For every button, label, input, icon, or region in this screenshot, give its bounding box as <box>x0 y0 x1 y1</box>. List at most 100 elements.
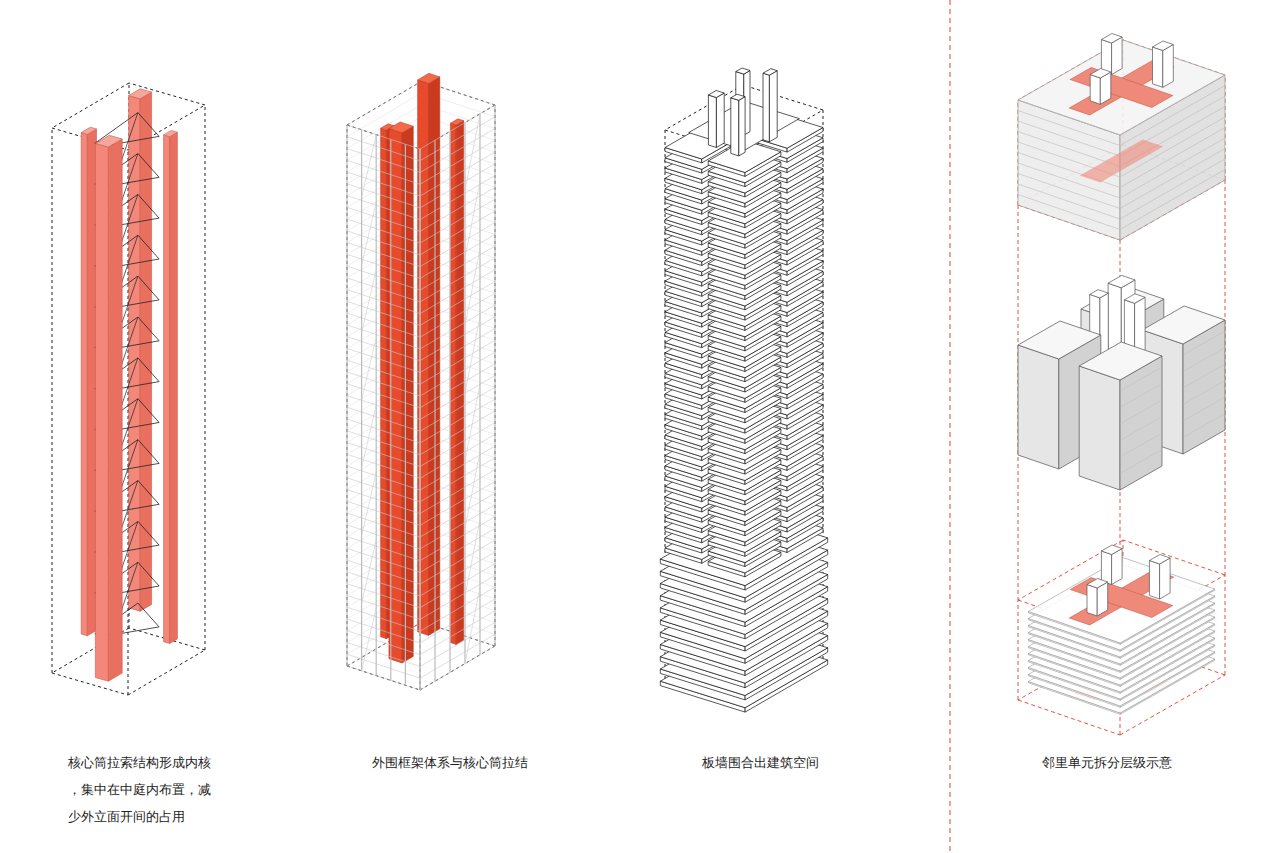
frame-line <box>420 234 495 278</box>
frame-line <box>420 352 495 396</box>
unit-block <box>1018 345 1059 469</box>
frame-line <box>347 595 420 619</box>
floor-slab <box>769 71 777 142</box>
frame-line <box>347 419 420 443</box>
frame-line <box>362 405 377 468</box>
frame-line <box>347 301 420 325</box>
frame-line <box>347 490 420 514</box>
frame-line <box>347 560 420 584</box>
frame-line <box>420 199 495 243</box>
bounding-box <box>52 128 53 673</box>
floor-slab <box>708 95 716 148</box>
frame-line <box>420 364 495 408</box>
frame-line <box>420 152 495 196</box>
frame-line <box>419 149 420 690</box>
unit-tower <box>1087 585 1097 617</box>
frame-line <box>1120 450 1162 474</box>
bounding-box <box>205 105 206 650</box>
core-tube <box>402 126 413 663</box>
frame-line <box>347 337 420 361</box>
core-tube <box>81 127 96 134</box>
frame-line <box>465 114 480 190</box>
frame-line <box>420 564 495 608</box>
frame-line <box>1018 132 1120 167</box>
core-tube <box>170 132 178 643</box>
frame-line <box>420 493 495 537</box>
exploded-units <box>1018 34 1225 736</box>
frame-line <box>420 634 495 678</box>
floor-slab <box>708 91 724 98</box>
separator-line <box>950 0 951 853</box>
frame-line <box>347 466 420 490</box>
frame-line <box>347 137 420 161</box>
caption-text: 核心筒拉索结构形成内核 ，集中在中庭内布置，减 少外立面开间的占用 <box>68 749 219 830</box>
frame-line <box>347 642 420 666</box>
frame-line <box>1183 348 1225 372</box>
frame-line <box>420 140 495 184</box>
frame-line <box>347 384 420 408</box>
frame-line <box>420 622 495 666</box>
frame-line <box>347 537 420 561</box>
frame-line <box>346 125 347 666</box>
unit-block <box>1079 366 1120 490</box>
frame-line <box>420 129 495 173</box>
bounding-box <box>52 83 129 128</box>
core-tube <box>418 80 429 636</box>
frame-line <box>347 278 420 302</box>
frame-line <box>420 246 495 290</box>
frame-line <box>420 187 495 231</box>
core-tube <box>140 92 152 611</box>
frame-line <box>419 149 420 690</box>
frame-line <box>347 196 420 220</box>
unit-tower <box>1101 545 1122 555</box>
frame-line <box>347 572 420 596</box>
unit-tower <box>1101 551 1111 585</box>
frame-line <box>420 328 495 372</box>
frame-line <box>347 548 420 572</box>
frame-line <box>420 376 495 420</box>
slab-tower <box>660 68 827 712</box>
frame-line <box>420 164 495 208</box>
frame-line <box>362 473 377 536</box>
frame-tower <box>347 73 495 690</box>
floor-slab <box>736 68 750 74</box>
frame-line <box>420 575 495 619</box>
frame-line <box>420 281 495 325</box>
frame-line <box>420 505 495 549</box>
frame-line <box>1018 121 1120 156</box>
core-tube <box>450 119 463 125</box>
frame-line <box>347 313 420 337</box>
unit-tower <box>1124 294 1145 304</box>
unit-tower <box>1163 45 1174 88</box>
frame-line <box>347 513 420 537</box>
frame-line <box>465 520 480 596</box>
frame-line <box>420 270 495 314</box>
frame-line <box>347 666 420 690</box>
frame-line <box>347 160 420 184</box>
frame-line <box>347 525 420 549</box>
frame-line <box>347 172 420 196</box>
core-tube <box>164 135 170 644</box>
core-tube <box>81 133 87 636</box>
frame-line <box>420 611 495 655</box>
bounding-box <box>420 646 495 690</box>
frame-line <box>420 470 495 514</box>
core-cable-tower <box>52 83 205 695</box>
frame-line <box>420 317 495 361</box>
core-tube <box>129 96 140 612</box>
frame-line <box>347 254 420 278</box>
unit-tower <box>1160 558 1171 599</box>
frame-line <box>494 105 495 646</box>
floor-slab <box>763 73 769 142</box>
unit-tower <box>1149 561 1159 600</box>
frame-line <box>347 243 420 267</box>
frame-line <box>465 317 480 393</box>
bounding-box <box>1018 600 1019 700</box>
frame-line <box>1018 184 1120 219</box>
frame-line <box>1183 381 1225 405</box>
bounding-box <box>347 666 420 690</box>
frame-line <box>347 125 420 149</box>
core-tube <box>95 135 122 147</box>
frame-line <box>347 184 420 208</box>
